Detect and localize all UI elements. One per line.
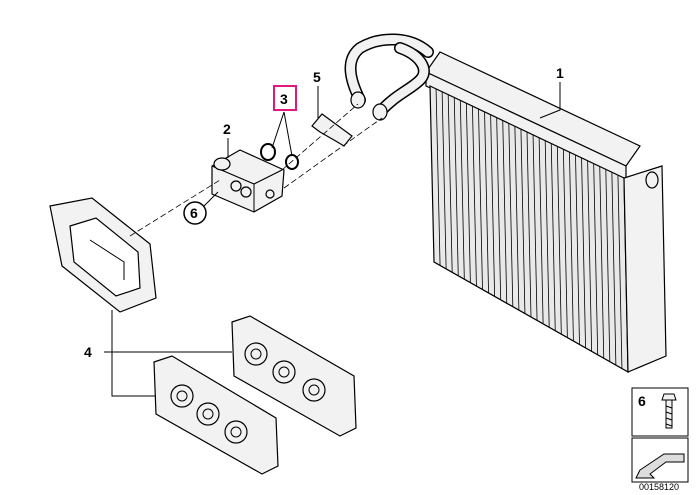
fin-line [447,94,453,273]
fin-line [605,169,611,362]
fin-line [490,114,496,297]
fin-line [484,111,489,293]
fin-line [538,137,544,324]
fin-line [502,120,508,304]
fin-line [526,131,532,318]
fin-line [587,160,593,352]
fin-line [575,154,580,345]
fin-line [435,88,441,266]
fin-line [520,129,526,314]
callout-6-circle [183,201,207,225]
fin-line [532,134,538,321]
fin-line [508,123,514,307]
fin-line [611,172,617,366]
fin-line [465,103,471,283]
callout-1: 1 [556,65,564,81]
fin-line [599,166,605,359]
fastener-legend: 6 [631,387,689,437]
fin-line [514,126,520,311]
callout-1-label: 1 [556,65,564,81]
evaporator-fins [435,88,623,369]
callout-6-circled: 6 [183,201,207,225]
callout-5: 5 [313,69,321,85]
fin-line [556,146,562,335]
fin-line [478,108,483,290]
fin-line [569,152,574,342]
callout-2-label: 2 [223,121,231,137]
fin-line [472,106,477,287]
bolt-icon [661,393,677,429]
fin-line [453,97,459,276]
fin-line [593,163,599,355]
fin-line [562,149,568,338]
retaining-clip [311,113,353,147]
fin-line [441,91,447,269]
reference-number: 00158120 [639,482,679,492]
highlight-box [273,85,297,111]
fin-line [550,143,556,331]
fin-line [544,140,550,328]
seal-plate-lower [153,355,279,475]
callout-6-label: 6 [190,205,198,221]
callout-3-label: 3 [280,91,288,107]
fin-line [617,175,623,369]
refrigerant-pipes [344,33,434,121]
legend-number: 6 [638,393,646,409]
evaporator-core [425,51,667,374]
fin-line [459,100,465,280]
seal-plate-upper [231,315,357,437]
arrow-icon [635,453,685,479]
reference-box: 00158120 [631,437,689,492]
seal-frame-large [49,197,157,313]
fin-line [496,117,502,300]
callout-3-highlighted: 3 [273,85,297,111]
callout-4: 4 [84,344,92,360]
callout-5-label: 5 [313,69,321,85]
callout-4-label: 4 [84,344,92,360]
fin-line [581,157,586,348]
assembly-lines [129,103,383,237]
callout-2: 2 [223,121,231,137]
expansion-valve [211,149,285,213]
